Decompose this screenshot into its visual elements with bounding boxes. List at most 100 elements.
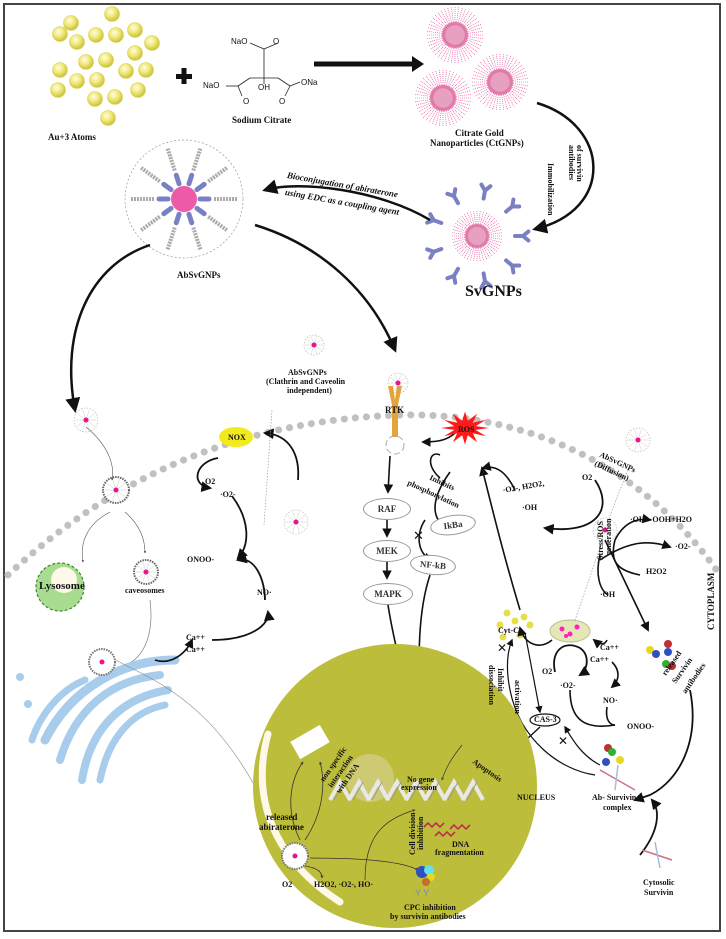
antibody-icon [186,211,195,226]
clathrin-label-line3: independent) [287,386,332,395]
nucleus-label: NUCLEUS [517,793,556,802]
citrate-group-label: O [279,97,286,106]
dna-strand [447,781,459,801]
citrate-group-label: ONa [301,78,318,87]
nanoparticle-vesicle [303,334,325,356]
immobilization-label-line3: antibodies [567,145,576,181]
cytosolic-survivin-line1: Cytosolic [643,878,675,887]
citrate-gnp-cluster [415,7,528,126]
immobilization-arrow [532,101,595,234]
citrate-gnp [451,210,503,262]
released-abiraterone-line1: released [266,812,298,822]
gold-atom [78,54,94,70]
dna-fragmentation-line1: DNA [452,840,470,849]
antibody-icon [479,182,493,201]
antibody-icon [173,211,182,226]
immobilization-label-line2: of survivin [575,145,584,182]
bioconjugation-arrow [262,179,431,222]
antibody-icon [479,271,493,290]
o2-label: O2 [282,880,293,889]
dna-strand [404,777,428,801]
dna-strand [366,777,390,801]
citrate-gnp [415,70,471,126]
gold-atom [98,52,114,68]
dna-strand [423,777,447,801]
ros-label: ROS [458,425,475,434]
lysosome-label: Lysosome [39,580,85,592]
lysosome [35,562,85,612]
antibody-icon [513,229,531,243]
stress-label-line2: generation [604,518,613,555]
peroxynitrite-label: ONOO- [187,555,215,564]
cas3-ellipse [529,713,561,727]
peroxynitrite-label: ONOO- [627,722,655,731]
gold-atom [69,73,85,89]
caveosomes-label: caveosomes [125,586,165,595]
gold-atom [107,89,123,105]
abiraterone-molecule [207,215,229,233]
citrate-group-label: OH [258,83,270,92]
clathrin-path [263,409,273,526]
released-abiraterone-line2: abiraterone [259,822,304,832]
citrate-group-label: O [273,37,280,46]
raf-node: RAF [363,498,411,520]
survivin-to-complex-arrow [639,798,662,856]
nox-enzyme [219,427,253,447]
vesicle-to-ros-arrow [304,865,324,879]
inhibit-label-line1: Inhibit [496,668,505,692]
antibody-icon [504,197,522,214]
o2-label: O2 [542,667,553,676]
rtk-receptor [385,386,405,455]
calcium-label: Ca++ [600,643,619,652]
no-gene-line2: expression [401,783,437,792]
cgnps-label-line2: Nanoparticles (CtGNPs) [430,138,524,148]
block-x-icon: ✕ [413,528,424,543]
diffusion-path [608,469,629,519]
gold-atom [89,72,105,88]
citrate-gnp [472,54,528,110]
superoxide-label: ·O2- [220,490,236,499]
cytochrome-c-dot [503,609,511,617]
sodium-citrate-label: Sodium Citrate [232,115,292,125]
nanoparticle-vesicle [133,559,159,585]
antibody-icon [161,181,174,193]
sodium-citrate-structure [226,42,301,97]
h2o2-line [612,539,641,576]
cytochrome-c-dot [499,633,507,641]
gold-atom [127,22,143,38]
apoptosis-to-dna-arrow [441,744,463,781]
cytochrome-c-dot [496,621,504,629]
superoxide-label: ·O2- [675,542,691,551]
to-released-antibodies-arrow [604,539,650,632]
cytochrome-c-dot [511,617,519,625]
no-to-onoo-arrow [235,552,266,601]
dna-strand [385,777,409,801]
calcium-label: Ca++ [590,655,609,664]
svgnps-label: SvGNPs [465,283,522,300]
ca-to-mito-arrow [592,638,608,649]
gold-atom [108,27,124,43]
gold-atom [87,91,103,107]
gold-atom [52,26,68,42]
gold-atom [69,34,85,50]
antibody-icon [194,205,207,217]
gold-atom [104,6,120,22]
dna-helix [328,777,485,801]
antibody-icon [194,181,207,193]
gold-atom [100,110,116,126]
superoxide-to-onoo-arrow [231,495,248,560]
antibody-icon [425,212,444,226]
calcium-label: Ca++ [186,645,205,654]
svgnp-particle [425,182,531,290]
antibody-icon [186,172,195,187]
nox-activation-arrow [262,428,300,481]
activation-label: activation [513,680,522,714]
antibody-icon [161,205,174,217]
dna-strand [461,777,485,801]
cas3-label: CAS-3 [534,715,557,724]
no-gene-line1: No gene [407,775,435,784]
nox-label: NOX [228,433,246,442]
dna-strand [347,777,371,801]
inhibit-label-line2: dissociation [487,665,496,706]
